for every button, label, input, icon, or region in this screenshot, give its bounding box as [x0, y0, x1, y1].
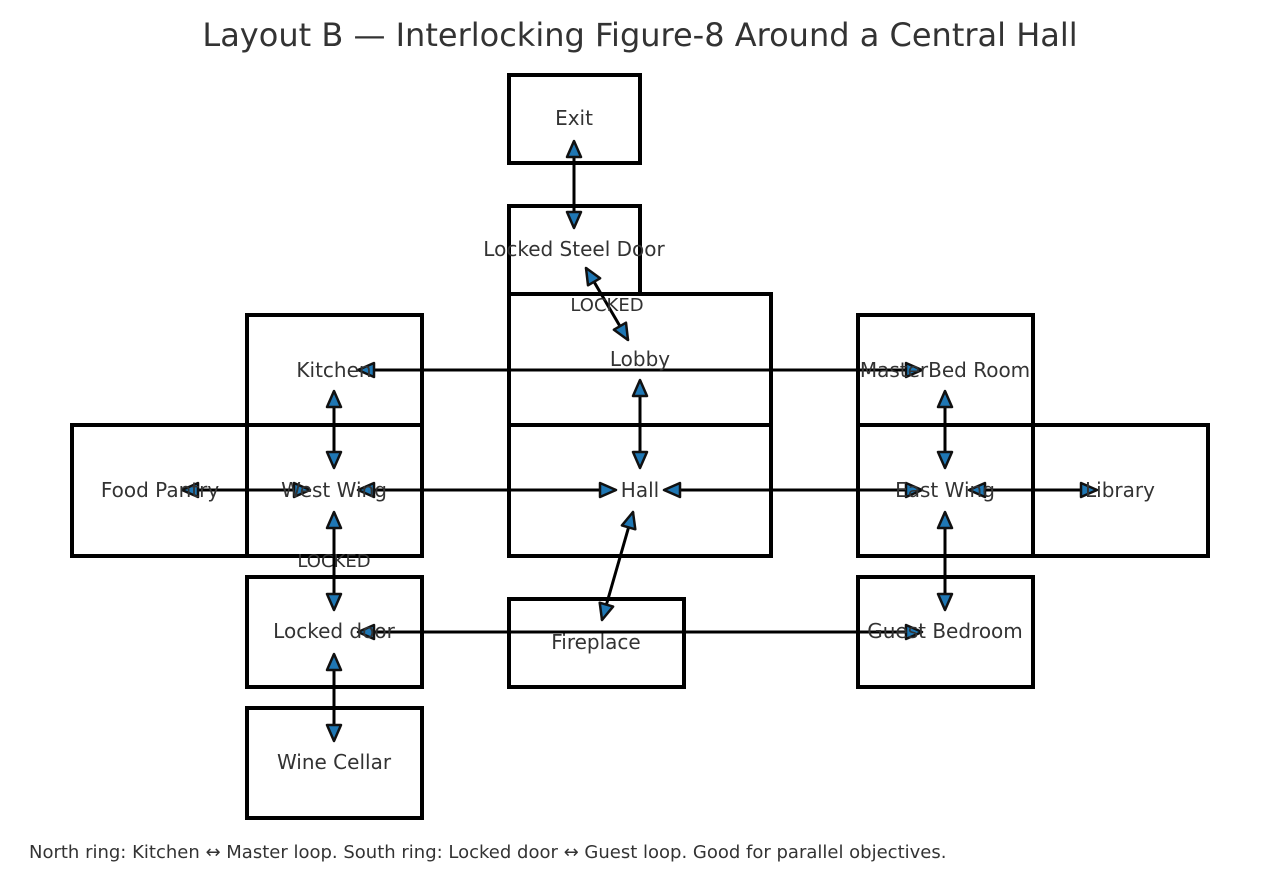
arrowhead-end [904, 481, 924, 499]
connection-master-east-wing [936, 389, 954, 470]
room-label-east-wing: East Wing [895, 478, 995, 502]
arrowhead-start [180, 481, 200, 499]
room-labels: Exit Locked Steel Door Lobby Kitchen Mas… [101, 106, 1155, 774]
locked-label-steel-door: LOCKED [570, 295, 643, 316]
arrowhead-start [936, 510, 954, 530]
arrowhead-end [936, 450, 954, 470]
connection-east-wing-library [967, 481, 1099, 499]
arrowhead-start [356, 361, 376, 379]
connection-lobby-hall [631, 378, 649, 470]
arrowhead-start [967, 481, 987, 499]
footnote: North ring: Kitchen ↔ Master loop. South… [29, 842, 946, 863]
arrowhead-start [620, 510, 637, 531]
arrowhead-end [565, 210, 583, 230]
arrowhead-start [584, 266, 602, 287]
connection-pantry-west-wing [180, 481, 312, 499]
room-label-wine-cellar: Wine Cellar [277, 750, 392, 774]
arrowhead-end [936, 592, 954, 612]
room-label-food-pantry: Food Pantry [101, 478, 219, 502]
room-label-locked-door: Locked door [273, 619, 395, 643]
room-label-library: Library [1085, 478, 1155, 502]
arrowhead-start [356, 623, 376, 641]
arrowhead-end [904, 623, 924, 641]
arrowhead-end [598, 601, 615, 622]
connection-kitchen-west-wing [325, 389, 343, 470]
arrowhead-start [662, 481, 682, 499]
room-label-fireplace: Fireplace [551, 630, 641, 654]
room-box-fireplace [507, 597, 686, 689]
arrowhead-end [325, 723, 343, 743]
arrowhead-start [356, 481, 376, 499]
connection-locked-door-cellar [325, 652, 343, 743]
room-label-west-wing: West Wing [281, 478, 387, 502]
connection-steel-door-lobby [584, 266, 630, 342]
connection-west-wing-hall [356, 481, 618, 499]
arrowhead-start [325, 389, 343, 409]
arrowhead-end [325, 450, 343, 470]
arrowhead-start [631, 378, 649, 398]
arrowhead-start [325, 652, 343, 672]
connection-east-wing-guest [936, 510, 954, 612]
connection-west-wing-locked-door [325, 510, 343, 612]
connection-hall-east-wing [662, 481, 924, 499]
diagram-title: Layout B — Interlocking Figure-8 Around … [202, 16, 1077, 54]
arrowhead-end [292, 481, 312, 499]
room-label-master-bed-room: MasterBed Room [860, 358, 1030, 382]
arrowhead-end [612, 321, 630, 342]
arrowhead-start [325, 510, 343, 530]
connection-arrows [180, 139, 1099, 743]
arrowhead-end [904, 361, 924, 379]
arrowhead-end [1079, 481, 1099, 499]
room-label-guest-bedroom: Guest Bedroom [867, 619, 1023, 643]
room-label-hall: Hall [621, 478, 659, 502]
arrowhead-end [631, 450, 649, 470]
arrowhead-start [936, 389, 954, 409]
connection-locked-door-guest [356, 623, 924, 641]
arrowhead-end [325, 592, 343, 612]
room-label-exit: Exit [555, 106, 593, 130]
connection-line [600, 511, 635, 621]
arrowhead-start [565, 139, 583, 159]
connection-kitchen-master [356, 361, 924, 379]
locked-label-west-wing: LOCKED [297, 551, 370, 572]
room-label-lobby: Lobby [610, 347, 670, 371]
arrowhead-end [598, 481, 618, 499]
room-label-locked-steel-door: Locked Steel Door [483, 237, 665, 261]
connection-exit-steel-door [565, 139, 583, 230]
room-label-kitchen: Kitchen [296, 358, 371, 382]
connection-hall-fireplace [598, 510, 637, 622]
